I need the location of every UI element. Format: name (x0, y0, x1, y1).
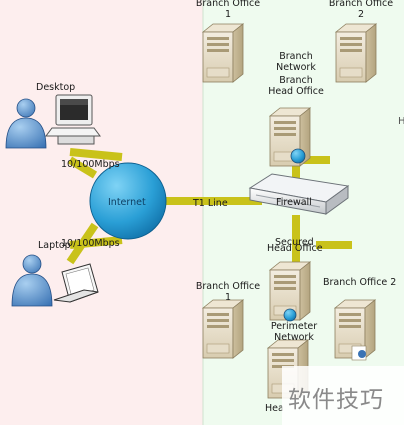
label-desktop: Desktop (36, 82, 76, 93)
label-internet: Internet (108, 197, 146, 208)
desktop-computer-icon (45, 94, 101, 145)
link-desktop-internet (69, 148, 123, 161)
globe-badge-icon (290, 148, 306, 164)
server-branch-office-2-top (335, 23, 377, 83)
label-secured: Secured (275, 237, 314, 248)
laptop-icon (53, 263, 99, 303)
label-link-laptop: 10/100Mbps (61, 238, 120, 249)
server-branch-office-1-bottom (202, 299, 244, 359)
globe-badge-icon (283, 308, 297, 322)
label-head-office: Head Office (267, 243, 323, 254)
server-branch-office-1-top (202, 23, 244, 83)
label-t1-line: T1 Line (193, 198, 228, 209)
firewall-icon (248, 173, 350, 215)
internet-globe-icon (89, 162, 167, 240)
label-branch-office-2-bottom: Branch Office 2 (323, 277, 397, 288)
watermark: 软件技巧 (282, 366, 404, 425)
label-edge-partial: H (398, 116, 404, 127)
label-link-desktop: 10/100Mbps (61, 159, 120, 170)
watermark-text: 软件技巧 (288, 387, 384, 413)
label-laptop: Laptop (38, 240, 71, 251)
desktop-user-icon (5, 98, 47, 149)
laptop-user-icon (11, 254, 53, 307)
label-firewall: Firewall (276, 197, 312, 208)
label-head-partial: Hea (265, 403, 284, 414)
